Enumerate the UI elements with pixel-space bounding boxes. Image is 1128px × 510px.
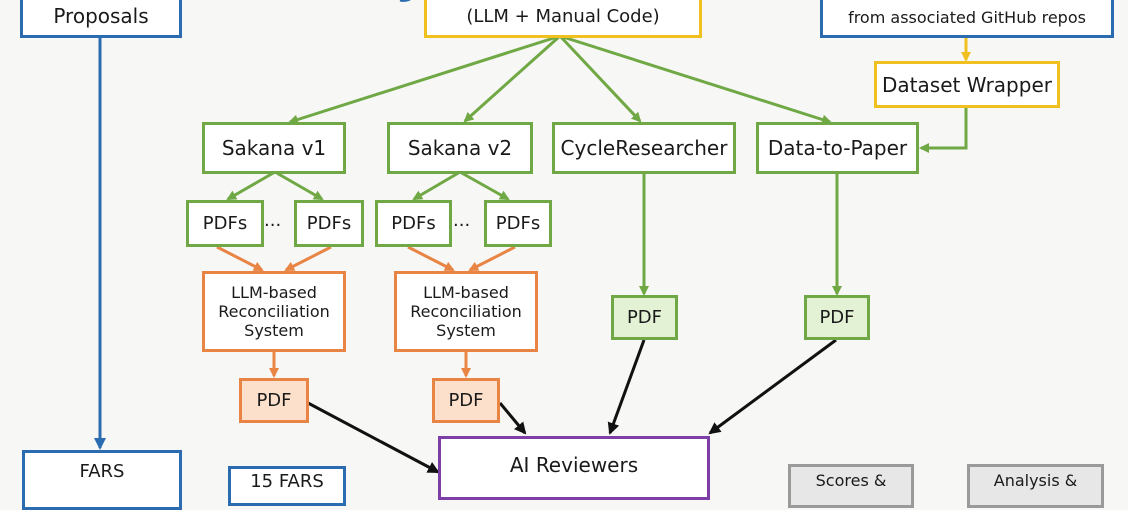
- pdf-box-data-to-paper: PDF: [804, 295, 870, 340]
- pdf-box-sakana-v1: PDF: [239, 378, 309, 423]
- dataset-wrapper-box: Dataset Wrapper: [874, 61, 1060, 108]
- datasets-label: from associated GitHub repos: [848, 8, 1086, 27]
- pdf-label: PDF: [448, 390, 483, 412]
- datasets-box: from associated GitHub repos: [820, 0, 1114, 38]
- scores-label: Scores &: [816, 471, 887, 490]
- arrow-pdf3-to-reviewers: [610, 340, 644, 433]
- sakana-v2-box: Sakana v2: [387, 122, 533, 174]
- reconciliation-line-3: System: [244, 321, 304, 340]
- fars-label: FARS: [80, 461, 125, 483]
- cycleresearcher-label: CycleResearcher: [561, 136, 728, 160]
- pdfs-label: PDFs: [203, 213, 247, 235]
- reconciliation-line-1: LLM-based: [231, 283, 317, 302]
- arrow-pdf4-to-reviewers: [710, 340, 836, 433]
- arrow-pdf1-to-reviewers: [308, 403, 438, 472]
- proposals-box: Proposals: [20, 0, 182, 38]
- arrow-sakana-v2-to-pdfs-b: [460, 172, 508, 199]
- ai-reviewers-label: AI Reviewers: [510, 453, 638, 477]
- pdf-label: PDF: [627, 307, 662, 329]
- cycleresearcher-box: CycleResearcher: [552, 122, 736, 174]
- fars-box: FARS: [22, 450, 182, 510]
- pdfs-box-v1-last: PDFs: [294, 200, 364, 247]
- proposals-label: Proposals: [53, 4, 148, 28]
- code-generation-label: (LLM + Manual Code): [466, 6, 659, 28]
- reconciliation-box-v1: LLM-based Reconciliation System: [202, 271, 346, 352]
- arrow-sakana-v1-to-pdfs-a: [228, 172, 275, 199]
- dataset-wrapper-label: Dataset Wrapper: [882, 73, 1052, 97]
- reconciliation-box-v2: LLM-based Reconciliation System: [394, 271, 538, 352]
- arrow-to-sakana-v2: [465, 36, 560, 121]
- reconciliation-line-3: System: [436, 321, 496, 340]
- data-to-paper-box: Data-to-Paper: [756, 122, 919, 174]
- pdfs-label: PDFs: [307, 213, 351, 235]
- arrow-wrapper-to-data-to-paper: [921, 108, 966, 148]
- pdfs-box-v1-first: PDFs: [186, 200, 264, 247]
- pdfs-box-v2-last: PDFs: [484, 200, 552, 247]
- arrow-pdfs-to-recon-1a: [217, 247, 262, 270]
- reconciliation-line-2: Reconciliation: [410, 302, 522, 321]
- pdfs-label: PDFs: [391, 213, 435, 235]
- analysis-label: Analysis &: [994, 471, 1077, 490]
- pdf-box-sakana-v2: PDF: [432, 378, 500, 423]
- code-generation-box: (LLM + Manual Code): [424, 0, 702, 38]
- ellipsis-v1: ...: [264, 210, 281, 231]
- fars-count-label: 15 FARS: [250, 471, 324, 493]
- arrow-pdfs-to-recon-2a: [408, 247, 453, 270]
- pdf-box-cycleresearcher: PDF: [611, 295, 678, 340]
- arrow-pdfs-to-recon-1b: [286, 247, 331, 270]
- pdf-label: PDF: [819, 307, 854, 329]
- arrow-sakana-v2-to-pdfs-a: [414, 172, 460, 199]
- arrow-pdfs-to-recon-2b: [470, 247, 515, 270]
- sakana-v1-box: Sakana v1: [202, 122, 346, 174]
- pdf-label: PDF: [256, 390, 291, 412]
- scores-box: Scores &: [788, 464, 914, 508]
- ai-reviewers-box: AI Reviewers: [438, 436, 710, 500]
- analysis-box: Analysis &: [967, 464, 1104, 508]
- arrow-sakana-v1-to-pdfs-b: [275, 172, 322, 199]
- fars-count-box: 15 FARS: [228, 466, 346, 506]
- pdfs-box-v2-first: PDFs: [375, 200, 452, 247]
- sakana-v1-label: Sakana v1: [222, 136, 326, 160]
- ellipsis-v2: ...: [453, 210, 470, 231]
- reconciliation-line-1: LLM-based: [423, 283, 509, 302]
- pdfs-label: PDFs: [496, 213, 540, 235]
- sakana-v2-label: Sakana v2: [408, 136, 512, 160]
- data-to-paper-label: Data-to-Paper: [768, 136, 907, 160]
- reconciliation-line-2: Reconciliation: [218, 302, 330, 321]
- arrow-to-sakana-v1: [290, 36, 560, 122]
- arrow-pdf2-to-reviewers: [500, 403, 525, 433]
